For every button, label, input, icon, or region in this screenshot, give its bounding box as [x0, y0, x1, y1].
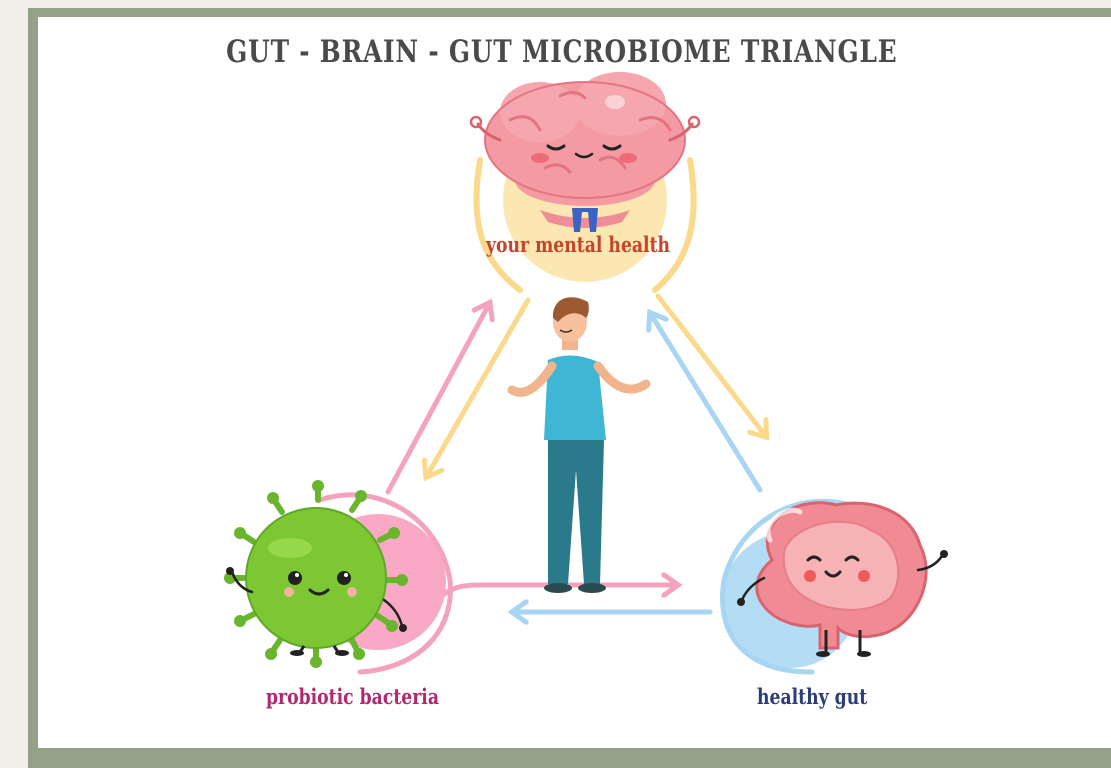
arrow-gut-to-brain	[652, 316, 760, 490]
person-figure	[512, 297, 646, 593]
diagram-title: GUT - BRAIN - GUT MICROBIOME TRIANGLE	[117, 34, 1006, 70]
label-mental-health: your mental health	[486, 232, 670, 257]
label-healthy-gut: healthy gut	[757, 684, 867, 709]
triangle-diagram	[0, 0, 1111, 748]
bacteria-node	[224, 480, 450, 672]
label-probiotic-bacteria: probiotic bacteria	[266, 684, 439, 709]
gut-node	[722, 501, 948, 672]
